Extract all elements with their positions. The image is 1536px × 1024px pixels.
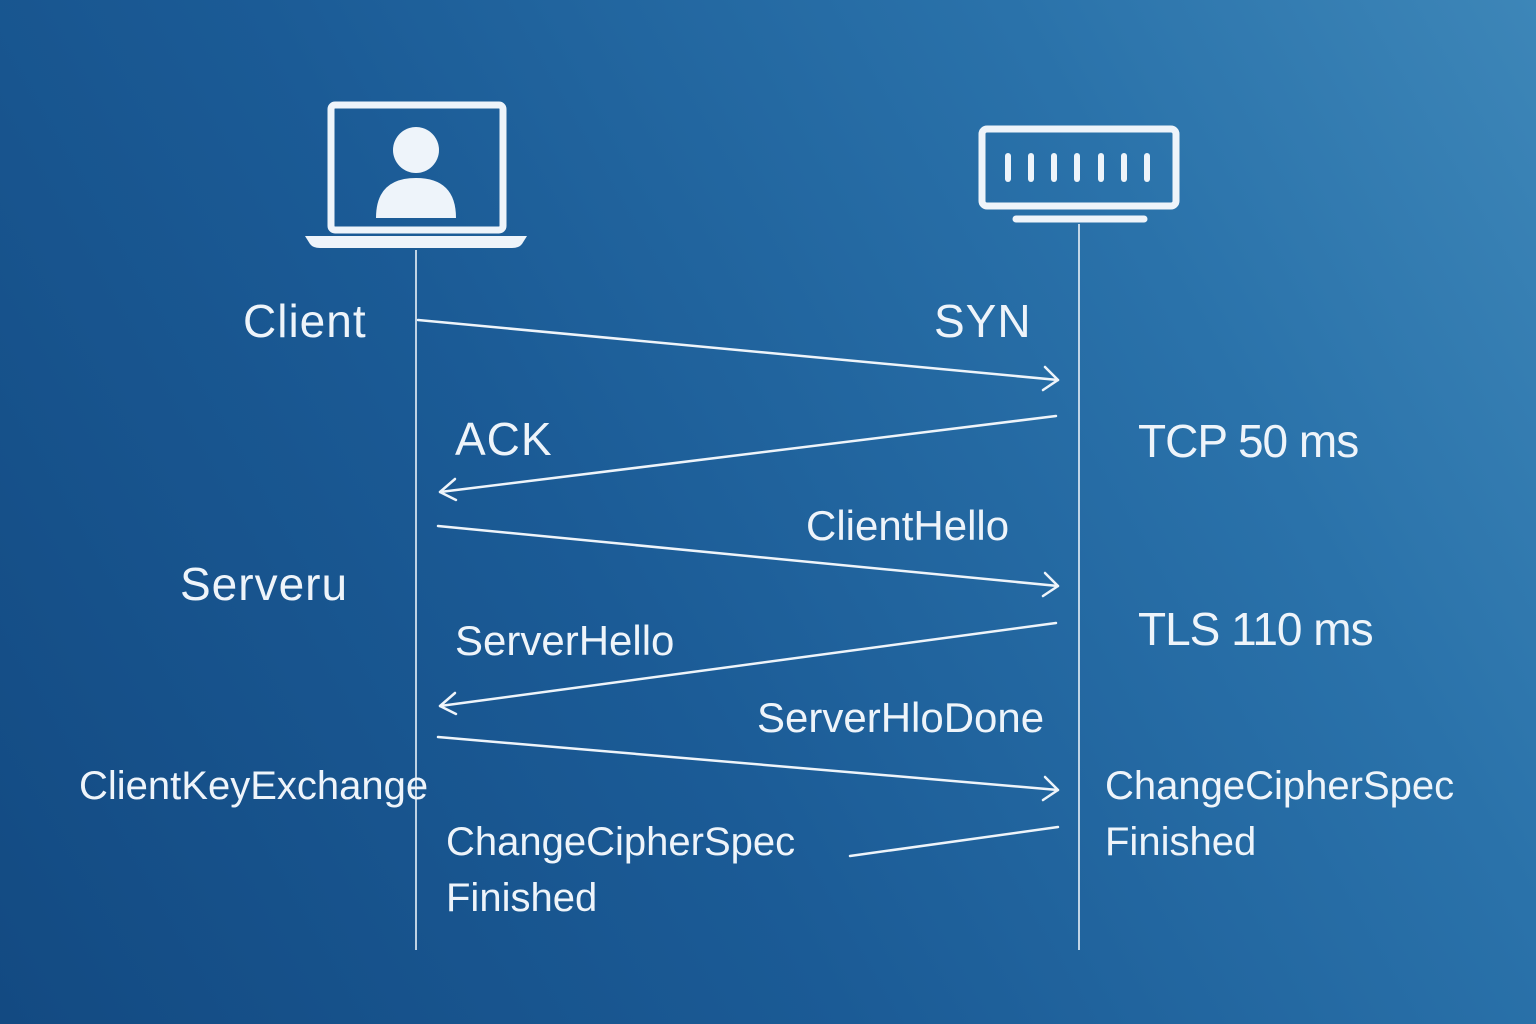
server-hello-arrow	[438, 621, 1058, 716]
client-hello-label: ClientHello	[806, 502, 1010, 549]
change-cipher-spec-server-label: ChangeCipherSpec	[1105, 764, 1455, 808]
server-hello-label: ServerHello	[455, 617, 675, 664]
client-hello-arrow	[436, 524, 1060, 598]
laptop-user-icon	[305, 101, 527, 248]
client-label: Client	[243, 295, 367, 347]
ack-arrow	[438, 414, 1058, 502]
tcp-timing-label: TCP 50 ms	[1138, 415, 1359, 467]
finished-server-label: Finished	[1105, 820, 1257, 864]
server-hello-done-label: ServerHloDone	[757, 694, 1045, 741]
server-label: Serveru	[180, 558, 349, 610]
server-hello-done-arrow	[436, 735, 1060, 802]
finished-client-label: Finished	[446, 876, 598, 920]
change-cipher-spec-arrow	[848, 825, 1060, 858]
syn-label: SYN	[934, 295, 1032, 347]
server-rack-icon	[978, 125, 1180, 223]
client-key-exchange-label: ClientKeyExchange	[79, 764, 429, 808]
syn-arrow	[416, 318, 1060, 392]
change-cipher-spec-client-label: ChangeCipherSpec	[446, 820, 796, 864]
ack-label: ACK	[455, 413, 553, 465]
tls-timing-label: TLS 110 ms	[1138, 603, 1374, 655]
